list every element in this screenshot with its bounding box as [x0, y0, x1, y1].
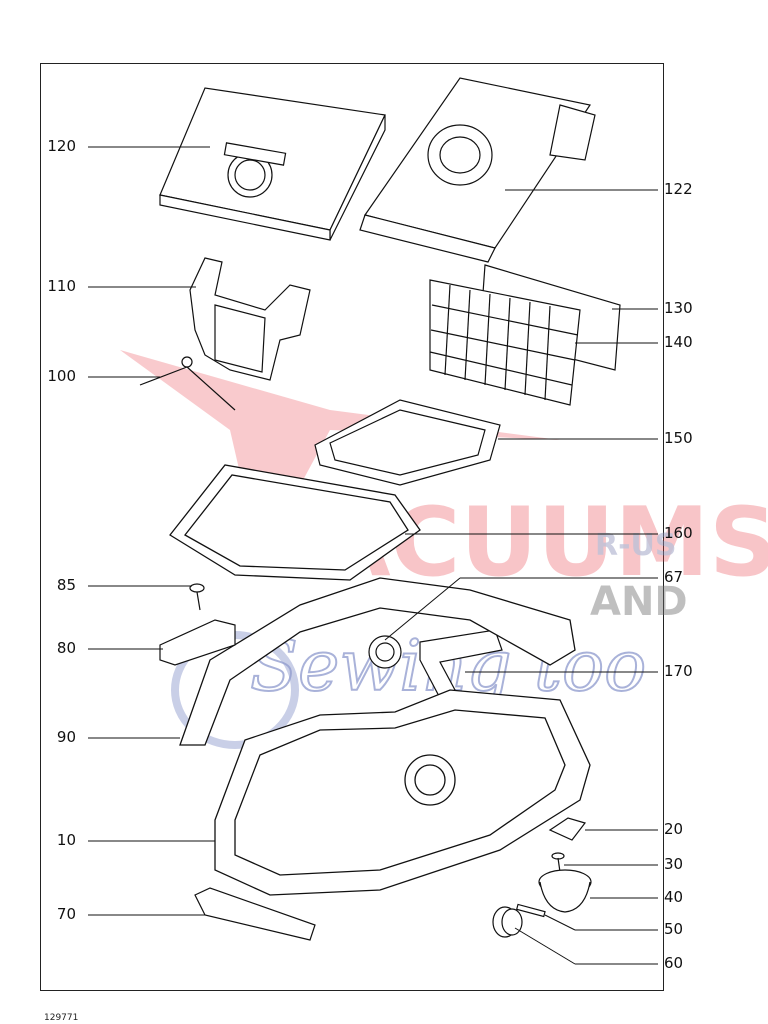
label-50: 50	[664, 920, 684, 938]
label-80: 80	[56, 639, 76, 657]
label-140: 140	[664, 333, 693, 351]
screw-85	[189, 583, 205, 611]
base-housing-10	[214, 689, 591, 896]
label-120: 120	[47, 137, 76, 155]
watermark-line3: AND	[590, 579, 688, 625]
label-67: 67	[664, 568, 684, 586]
label-30: 30	[664, 855, 684, 873]
label-10: 10	[56, 831, 76, 849]
label-160: 160	[664, 524, 693, 542]
lid-seal-160	[169, 464, 421, 581]
label-60: 60	[664, 954, 684, 972]
label-90: 90	[56, 728, 76, 746]
spring-pin-100	[139, 356, 236, 411]
wheel-60	[492, 906, 523, 938]
filter-frame-140	[429, 279, 581, 406]
diagram-frame	[40, 63, 664, 991]
label-150: 150	[664, 429, 693, 447]
filter-seal-150	[314, 399, 501, 486]
label-100: 100	[47, 367, 76, 385]
bag-holder-110	[189, 257, 311, 381]
label-122: 122	[664, 180, 693, 198]
label-70: 70	[56, 905, 76, 923]
front-skirt-70	[194, 887, 316, 941]
label-85: 85	[56, 576, 76, 594]
bumper-90	[179, 577, 576, 746]
document-number: 129771	[44, 1013, 79, 1023]
label-130: 130	[664, 299, 693, 317]
label-40: 40	[664, 888, 684, 906]
bracket-20	[548, 817, 587, 841]
axle-50	[515, 903, 546, 918]
clip-80	[159, 619, 236, 666]
label-110: 110	[47, 277, 76, 295]
label-20: 20	[664, 820, 684, 838]
label-170: 170	[664, 662, 693, 680]
bag-packaging-122	[359, 77, 596, 263]
leader-lines	[88, 146, 658, 965]
connector-67	[368, 635, 402, 669]
castor-40	[538, 869, 592, 913]
screw-30	[551, 852, 565, 873]
dust-bag-120	[159, 87, 386, 241]
